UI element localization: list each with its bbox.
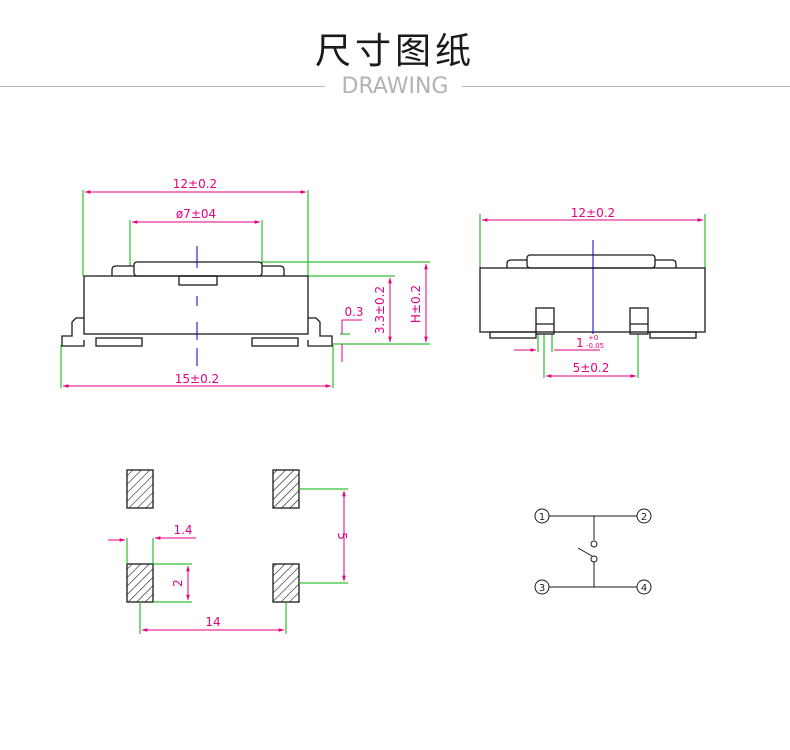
switch-schematic: 1 2 3 4: [534, 508, 652, 595]
front-component-outline: [61, 261, 333, 347]
pin-1-label: 1: [539, 512, 545, 523]
pad-top-right: [272, 469, 300, 509]
front-view: 12±0.2 ø7±04 15±0.2 0.3 3.3±0.2 H±0.2: [60, 177, 430, 388]
side-tolerance-upper-label: +0: [588, 334, 598, 342]
pad-spacing-x-label: 14: [205, 615, 220, 629]
front-body-height-label: 3.3±0.2: [373, 286, 387, 334]
pad-bottom-right: [272, 563, 300, 603]
divider-left: [0, 86, 325, 87]
side-dimension-lines: [481, 218, 704, 378]
side-body-width-label: 12±0.2: [571, 206, 615, 220]
footprint-dimension-lines: [108, 490, 346, 632]
pad-top-left: [126, 469, 154, 509]
front-total-height-label: H±0.2: [409, 285, 423, 323]
side-tolerance-lower-label: -0.05: [586, 342, 604, 350]
pad-spacing-y-label: 5: [335, 532, 349, 540]
pad-width-label: 1.4: [173, 523, 192, 537]
side-view: 12±0.2 1 +0 -0.05 5±0.2: [479, 206, 706, 378]
front-dimension-lines: [62, 190, 428, 388]
side-extension-lines: [479, 214, 706, 378]
schematic-wires: [549, 515, 637, 588]
footprint-extension-lines: [126, 488, 348, 634]
side-tolerance-base-label: 1: [576, 336, 584, 350]
pin-3-label: 3: [539, 583, 545, 594]
side-pin-pitch-label: 5±0.2: [573, 361, 610, 375]
front-overall-width-label: 15±0.2: [175, 372, 219, 386]
pin-4-label: 4: [641, 583, 647, 594]
front-body-width-label: 12±0.2: [173, 177, 217, 191]
divider-right: [462, 86, 790, 87]
pin-2-label: 2: [641, 512, 647, 523]
pcb-footprint: 1.4 2 14 5: [108, 469, 349, 634]
pad-height-label: 2: [171, 579, 185, 587]
pad-bottom-left: [126, 563, 154, 603]
page-title: 尺寸图纸: [314, 31, 475, 72]
page-subtitle: DRAWING: [341, 74, 449, 99]
front-button-diameter-label: ø7±04: [176, 207, 216, 221]
footprint-pads: [126, 469, 300, 603]
front-extension-lines: [60, 190, 430, 388]
schematic-pin-circles: [534, 508, 652, 595]
front-foot-thickness-label: 0.3: [344, 305, 363, 319]
